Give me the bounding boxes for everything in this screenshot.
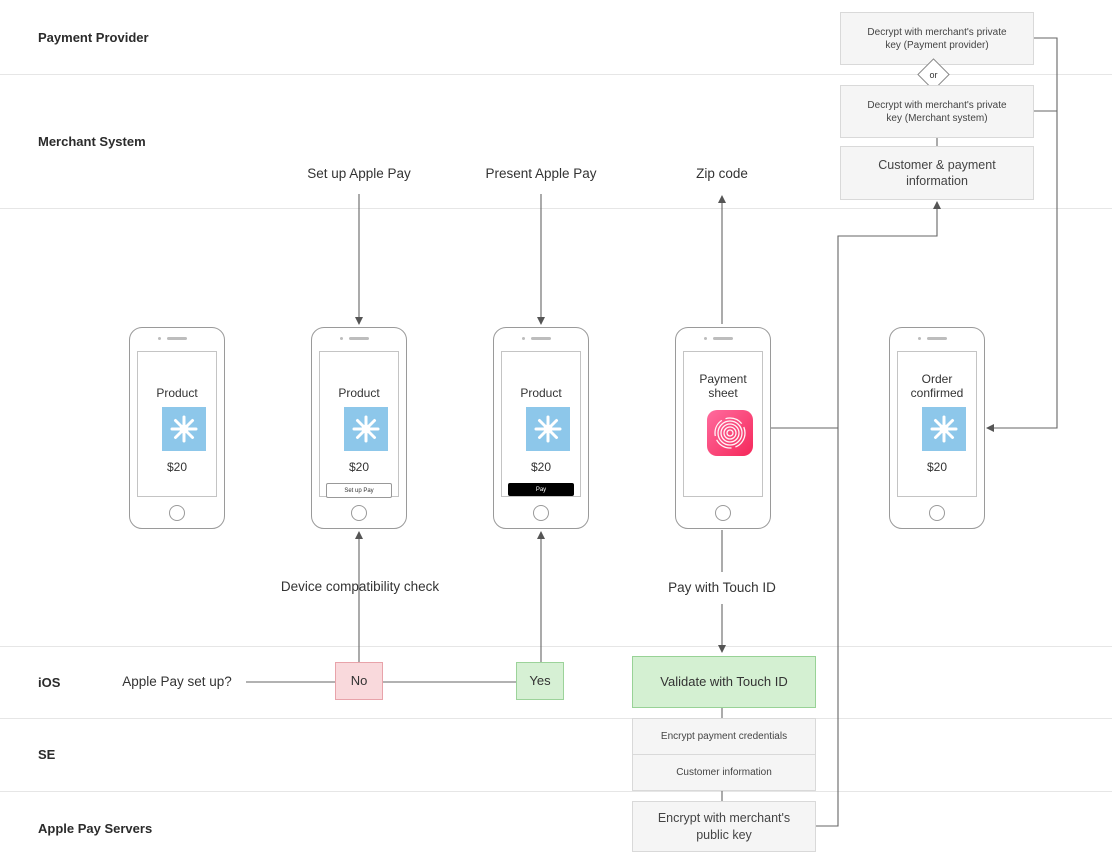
apple-pay-button: Pay (508, 483, 574, 496)
phone-speaker (713, 337, 733, 340)
phone-product: Product $20 (129, 327, 225, 529)
yes-decision-box: Yes (516, 662, 564, 700)
starburst-icon (526, 407, 570, 451)
phone-camera (158, 337, 161, 340)
starburst-icon (922, 407, 966, 451)
phone-price: $20 (348, 460, 370, 474)
phone-payment-sheet: Payment sheet (675, 327, 771, 529)
lane-divider (0, 208, 1112, 209)
lane-label-apple-pay-servers: Apple Pay Servers (38, 821, 153, 836)
phone-screen: Order confirmed $20 (897, 351, 977, 497)
lane-divider (0, 646, 1112, 647)
home-button-icon (169, 505, 185, 521)
fingerprint-icon (707, 410, 753, 456)
starburst-icon (162, 407, 206, 451)
validate-touch-id-box: Validate with Touch ID (632, 656, 816, 708)
caption-device-compatibility-check: Device compatibility check (280, 579, 440, 594)
encrypt-public-key-box: Encrypt with merchant's public key (632, 801, 816, 852)
phone-present-apple-pay: Product $20 Pay (493, 327, 589, 529)
caption-pay-with-touch-id: Pay with Touch ID (668, 580, 776, 595)
caption-set-up-apple-pay: Set up Apple Pay (307, 166, 411, 181)
decrypt-payment-provider-box: Decrypt with merchant's private key (Pay… (840, 12, 1034, 65)
connector-servers-to-merchant (816, 201, 941, 827)
lane-label-ios: iOS (38, 675, 61, 690)
lane-label-se: SE (38, 747, 56, 762)
customer-information-box: Customer information (632, 754, 816, 791)
phone-price: $20 (530, 460, 552, 474)
phone-title: Payment sheet (699, 372, 747, 401)
phone-speaker (167, 337, 187, 340)
customer-payment-info-box: Customer & payment information (840, 146, 1034, 200)
or-label: or (929, 69, 938, 80)
home-button-icon (715, 505, 731, 521)
lane-label-merchant-system: Merchant System (38, 134, 146, 149)
phone-title: Product (520, 386, 562, 400)
phone-title: Product (156, 386, 198, 400)
lane-divider (0, 718, 1112, 719)
phone-camera (918, 337, 921, 340)
set-up-apple-pay-button: Set up Pay (326, 483, 392, 498)
phone-speaker (927, 337, 947, 340)
lane-label-payment-provider: Payment Provider (38, 30, 149, 45)
phone-screen: Product $20 (137, 351, 217, 497)
phone-order-confirmed: Order confirmed $20 (889, 327, 985, 529)
phone-speaker (349, 337, 369, 340)
phone-price: $20 (926, 460, 948, 474)
lane-divider (0, 791, 1112, 792)
starburst-icon (344, 407, 388, 451)
phone-camera (340, 337, 343, 340)
phone-price: $20 (166, 460, 188, 474)
home-button-icon (351, 505, 367, 521)
phone-screen: Payment sheet (683, 351, 763, 497)
caption-zip-code: Zip code (696, 166, 748, 181)
phone-camera (522, 337, 525, 340)
caption-present-apple-pay: Present Apple Pay (485, 166, 597, 181)
no-decision-box: No (335, 662, 383, 700)
home-button-icon (929, 505, 945, 521)
or-diamond: or (917, 58, 950, 91)
phone-camera (704, 337, 707, 340)
home-button-icon (533, 505, 549, 521)
lane-divider (0, 74, 1112, 75)
decrypt-merchant-system-box: Decrypt with merchant's private key (Mer… (840, 85, 1034, 138)
encrypt-credentials-box: Encrypt payment credentials (632, 718, 816, 755)
phone-speaker (531, 337, 551, 340)
phone-title: Product (338, 386, 380, 400)
phone-title: Order confirmed (910, 372, 964, 401)
caption-apple-pay-set-up: Apple Pay set up? (122, 674, 232, 689)
phone-screen: Product $20 Set up Pay (319, 351, 399, 498)
phone-screen: Product $20 Pay (501, 351, 581, 497)
phone-setup-apple-pay: Product $20 Set up Pay (311, 327, 407, 529)
connector-decrypt-provider (986, 37, 1058, 432)
